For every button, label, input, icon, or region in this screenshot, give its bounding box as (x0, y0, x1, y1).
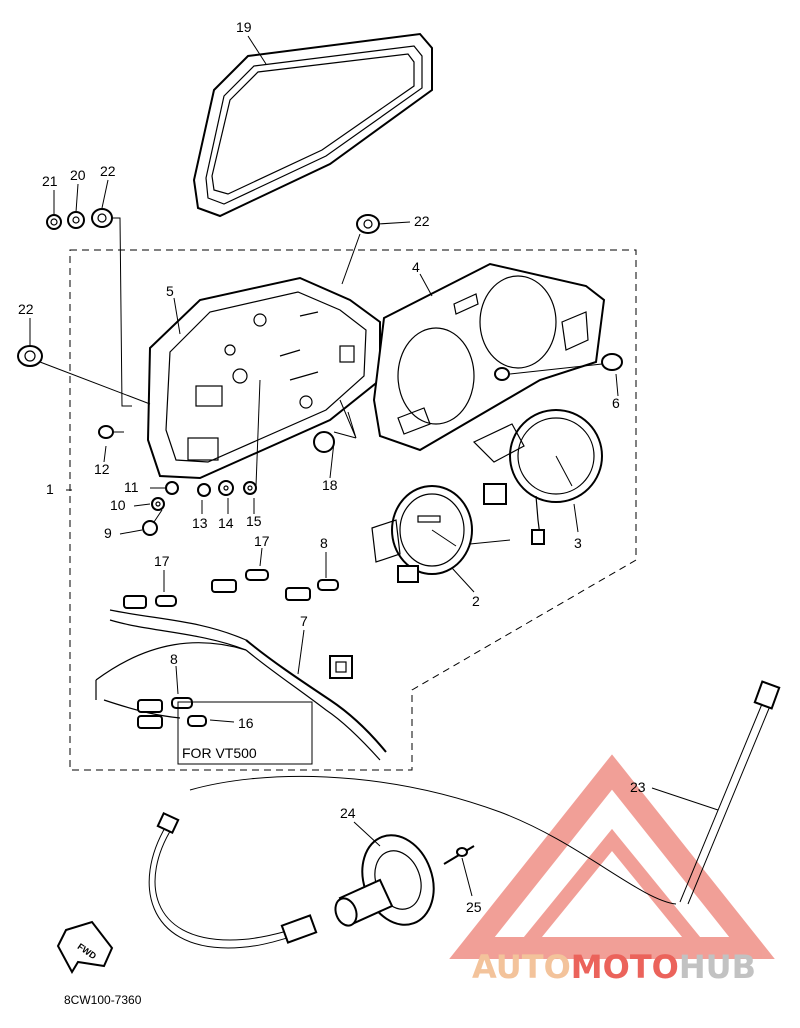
nut-10 (151, 497, 165, 511)
grommet-22-left (17, 345, 43, 367)
callout-13: 13 (192, 515, 208, 531)
washer-14 (218, 480, 234, 496)
bezel-frame-part (192, 32, 433, 218)
nut-13 (197, 483, 211, 497)
callout-8: 8 (320, 535, 328, 551)
note-box: FOR VT500 (177, 701, 313, 765)
callout-19: 19 (236, 19, 252, 35)
leader-lines (29, 35, 719, 897)
callout-2: 2 (472, 593, 480, 609)
callout-18: 18 (322, 477, 338, 493)
callout-15: 15 (246, 513, 262, 529)
callout-4: 4 (412, 259, 420, 275)
tachometer-part (472, 409, 603, 545)
bulb-16 (137, 715, 207, 729)
grommet-18 (313, 431, 335, 453)
forward-arrow: FWD (56, 920, 114, 975)
speedometer-gear-part (334, 834, 435, 927)
callout-16: 16 (238, 715, 254, 731)
callout-6: 6 (612, 395, 620, 411)
pin-25 (443, 845, 475, 865)
callout-10: 10 (110, 497, 126, 513)
meter-housing-part (372, 262, 606, 452)
speedometer-part (371, 485, 511, 583)
callout-22: 22 (100, 163, 116, 179)
callout-17: 17 (154, 553, 170, 569)
note-text: FOR VT500 (182, 745, 257, 761)
bulb-17-left (123, 595, 177, 609)
callout-23: 23 (630, 779, 646, 795)
washer-20 (67, 211, 85, 229)
nut-21 (46, 214, 62, 230)
watermark-logo: AUTOMOTOHUB (449, 754, 775, 986)
callout-25: 25 (466, 899, 482, 915)
callout-20: 20 (70, 167, 86, 183)
meter-case-part (146, 276, 381, 480)
callout-3: 3 (574, 535, 582, 551)
grommet-22-top (91, 208, 113, 228)
callout-11: 11 (124, 479, 139, 495)
callout-21: 21 (42, 173, 58, 189)
screw-9 (142, 509, 163, 536)
callout-17: 17 (254, 533, 270, 549)
callout-12: 12 (94, 461, 110, 477)
callout-labels: 19 21 20 22 22 22 5 4 6 12 18 1 11 10 9 … (18, 19, 646, 915)
nut-15 (243, 481, 257, 495)
callout-9: 9 (104, 525, 112, 541)
wire-harness-part (95, 609, 387, 761)
speedometer-cable-part (148, 680, 781, 949)
callout-8: 8 (170, 651, 178, 667)
grommet-22-right (356, 214, 380, 234)
callout-22: 22 (18, 301, 34, 317)
callout-7: 7 (300, 613, 308, 629)
socket-6 (494, 353, 623, 381)
callout-14: 14 (218, 515, 234, 531)
callout-5: 5 (166, 283, 174, 299)
bulb-17-right (211, 569, 269, 593)
bulb-8-top (285, 579, 339, 601)
diagram-code: 8CW100-7360 (64, 993, 142, 1007)
screw-12 (98, 425, 124, 439)
callout-1: 1 (46, 481, 54, 497)
callout-22: 22 (414, 213, 430, 229)
bulb-8-bottom (137, 697, 193, 713)
collar-11 (165, 481, 179, 495)
assembly-boundary (69, 249, 637, 771)
watermark-text: AUTOMOTOHUB (472, 948, 756, 986)
callout-24: 24 (340, 805, 356, 821)
